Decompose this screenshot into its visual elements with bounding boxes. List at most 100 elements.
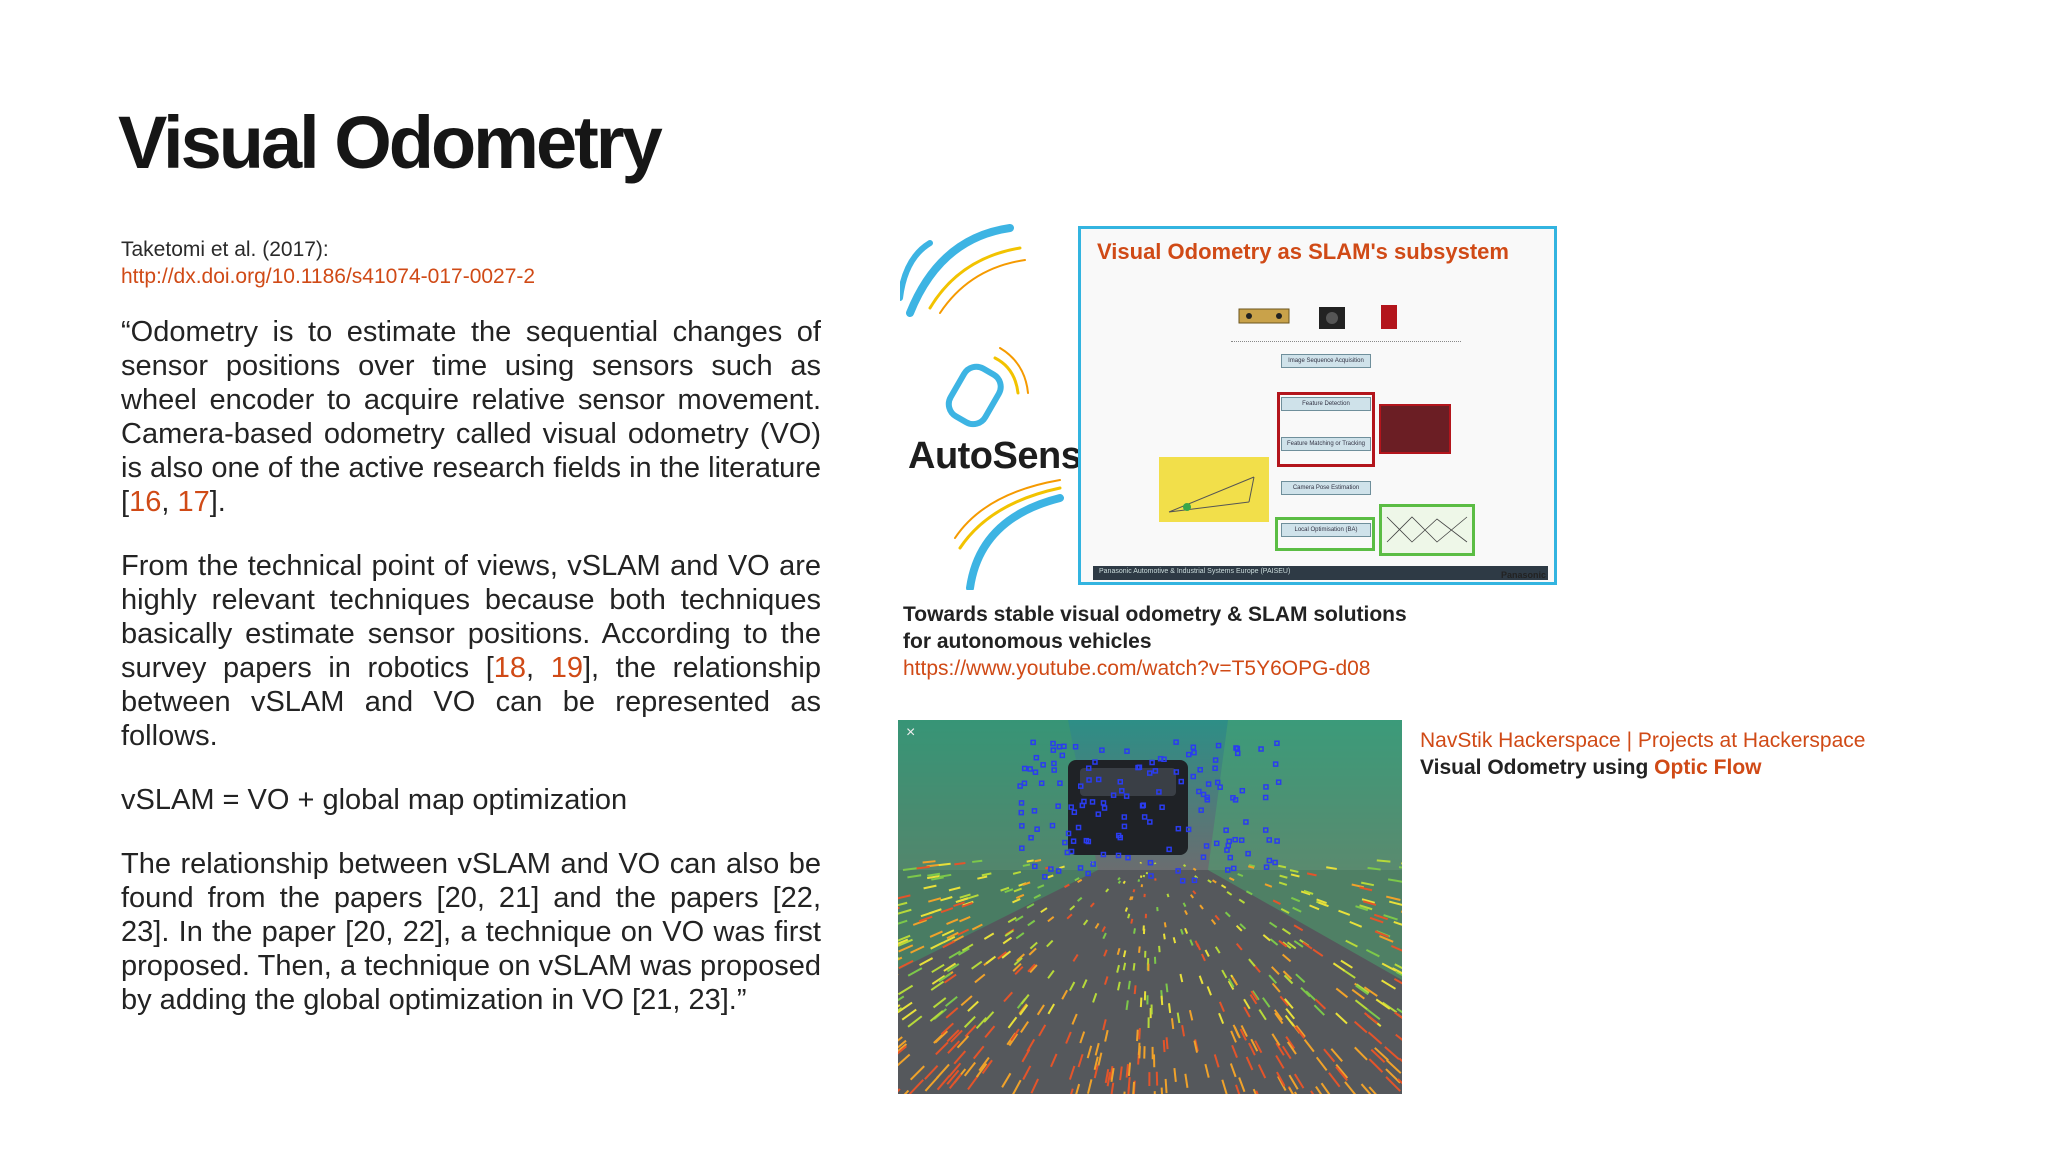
feature-point xyxy=(1085,765,1092,771)
flow-vector xyxy=(1077,878,1083,884)
flow-vector xyxy=(931,963,945,974)
flow-vector xyxy=(938,972,952,983)
flow-vector xyxy=(1182,863,1187,868)
flow-vector xyxy=(1094,922,1100,929)
flow-vector xyxy=(939,873,952,878)
ref-link-18[interactable]: 18 xyxy=(493,652,527,684)
video-thumbnail-slam[interactable]: AutoSens Visual Odometry as SLAM's subsy… xyxy=(900,218,1564,590)
embedded-slide: Visual Odometry as SLAM's subsystem Imag… xyxy=(1078,226,1557,585)
flow-vector xyxy=(948,950,961,959)
flow-vector xyxy=(1258,1009,1267,1021)
flow-vector xyxy=(1066,913,1073,920)
flow-vector xyxy=(1278,864,1287,869)
bundle-adjustment-diagram xyxy=(1379,504,1475,556)
flow-vector xyxy=(1274,1012,1284,1025)
flow-vector xyxy=(1360,1083,1372,1094)
flow-vector xyxy=(1384,1046,1400,1061)
flow-vector xyxy=(1027,963,1036,973)
feature-point xyxy=(1027,766,1033,772)
flow-vector xyxy=(1173,1068,1177,1082)
flow-vector xyxy=(1007,916,1017,924)
feature-point xyxy=(1173,739,1179,745)
flow-vector xyxy=(902,867,918,871)
flow-vector xyxy=(1335,1063,1349,1079)
flow-vector xyxy=(1280,907,1290,914)
flow-vector xyxy=(1170,1018,1175,1030)
flow-vector xyxy=(1285,1008,1296,1020)
ba-graph xyxy=(1386,516,1468,543)
feature-point xyxy=(1135,764,1141,771)
video-thumbnail-optic-flow[interactable]: × xyxy=(898,720,1402,1094)
flow-vector xyxy=(901,1008,917,1021)
caption-title-line2: for autonomous vehicles xyxy=(903,630,1152,653)
flow-vector xyxy=(1349,920,1363,928)
flow-vector xyxy=(1276,1071,1286,1087)
flow-vector xyxy=(1375,998,1391,1010)
ref-link-17[interactable]: 17 xyxy=(177,486,210,518)
slide-title: Visual Odometry xyxy=(118,101,663,184)
youtube-link[interactable]: https://www.youtube.com/watch?v=T5Y6OPG-… xyxy=(903,657,1371,680)
flow-vector xyxy=(1013,887,1023,893)
feature-point xyxy=(1152,768,1159,774)
flow-vector xyxy=(1248,1042,1256,1056)
flow-vector xyxy=(1395,1033,1402,1041)
flow-vector xyxy=(1065,1031,1072,1044)
feature-point xyxy=(1049,822,1056,829)
flow-vector xyxy=(1010,1028,1020,1041)
flow-vector xyxy=(1047,1003,1056,1015)
flow-vector xyxy=(1335,987,1349,999)
video-caption-optic-flow: NavStik Hackerspace | Projects at Hacker… xyxy=(1420,727,2020,781)
flow-vector xyxy=(1166,893,1170,898)
flow-vector xyxy=(1257,1064,1267,1079)
feature-point xyxy=(1243,819,1249,825)
flow-vector xyxy=(1354,1046,1368,1061)
flow-vector xyxy=(946,918,959,926)
flow-vector xyxy=(1204,1063,1210,1078)
flow-vector xyxy=(1116,964,1120,973)
flow-vector xyxy=(1250,1038,1259,1052)
ref-link-19[interactable]: 19 xyxy=(550,652,583,684)
flow-vector xyxy=(1395,970,1402,977)
flow-vector xyxy=(1008,1033,1019,1047)
flow-vector xyxy=(1019,1004,1029,1016)
feature-point xyxy=(1085,870,1091,877)
flow-vector xyxy=(929,930,943,938)
feature-point xyxy=(1190,744,1197,750)
ref-separator: , xyxy=(526,652,551,684)
flow-vector xyxy=(1047,874,1054,879)
flow-vector xyxy=(1300,987,1311,998)
autosens-decoration xyxy=(900,224,1064,590)
feature-point xyxy=(1266,857,1273,864)
flow-vector xyxy=(985,955,997,965)
feature-point xyxy=(1077,783,1084,789)
flow-vector xyxy=(1295,973,1306,983)
feature-point xyxy=(1032,769,1039,775)
flow-vector xyxy=(1050,1053,1058,1068)
citation-link[interactable]: http://dx.doi.org/10.1186/s41074-017-002… xyxy=(121,265,536,288)
ref-link-16[interactable]: 16 xyxy=(129,486,162,518)
close-icon[interactable]: × xyxy=(906,724,916,741)
flow-vector xyxy=(953,1050,967,1065)
flow-vector xyxy=(1330,1048,1343,1062)
epipolar-lines xyxy=(1168,476,1255,513)
flow-vector xyxy=(1136,1029,1139,1042)
flow-vector xyxy=(1093,1056,1099,1071)
caption-title-prefix: Visual Odometry using xyxy=(1420,756,1655,779)
feature-point xyxy=(1239,787,1246,794)
flow-vector xyxy=(898,1036,903,1042)
flow-vector xyxy=(953,901,965,908)
flow-vector xyxy=(1379,935,1394,943)
feature-point xyxy=(1149,759,1155,766)
hackerspace-link[interactable]: NavStik Hackerspace | Projects at Hacker… xyxy=(1420,729,1866,752)
flow-vector xyxy=(1101,926,1106,933)
flow-vector xyxy=(1398,866,1402,869)
flow-vector xyxy=(1224,911,1231,918)
flow-vector xyxy=(926,875,940,880)
feature-point xyxy=(1065,830,1072,837)
flow-vector xyxy=(1221,1079,1228,1094)
flow-vector xyxy=(1354,999,1369,1011)
feature-point xyxy=(1178,778,1184,785)
flow-vector xyxy=(1228,877,1235,882)
flow-vector xyxy=(959,915,971,923)
flow-vector xyxy=(1283,974,1294,985)
